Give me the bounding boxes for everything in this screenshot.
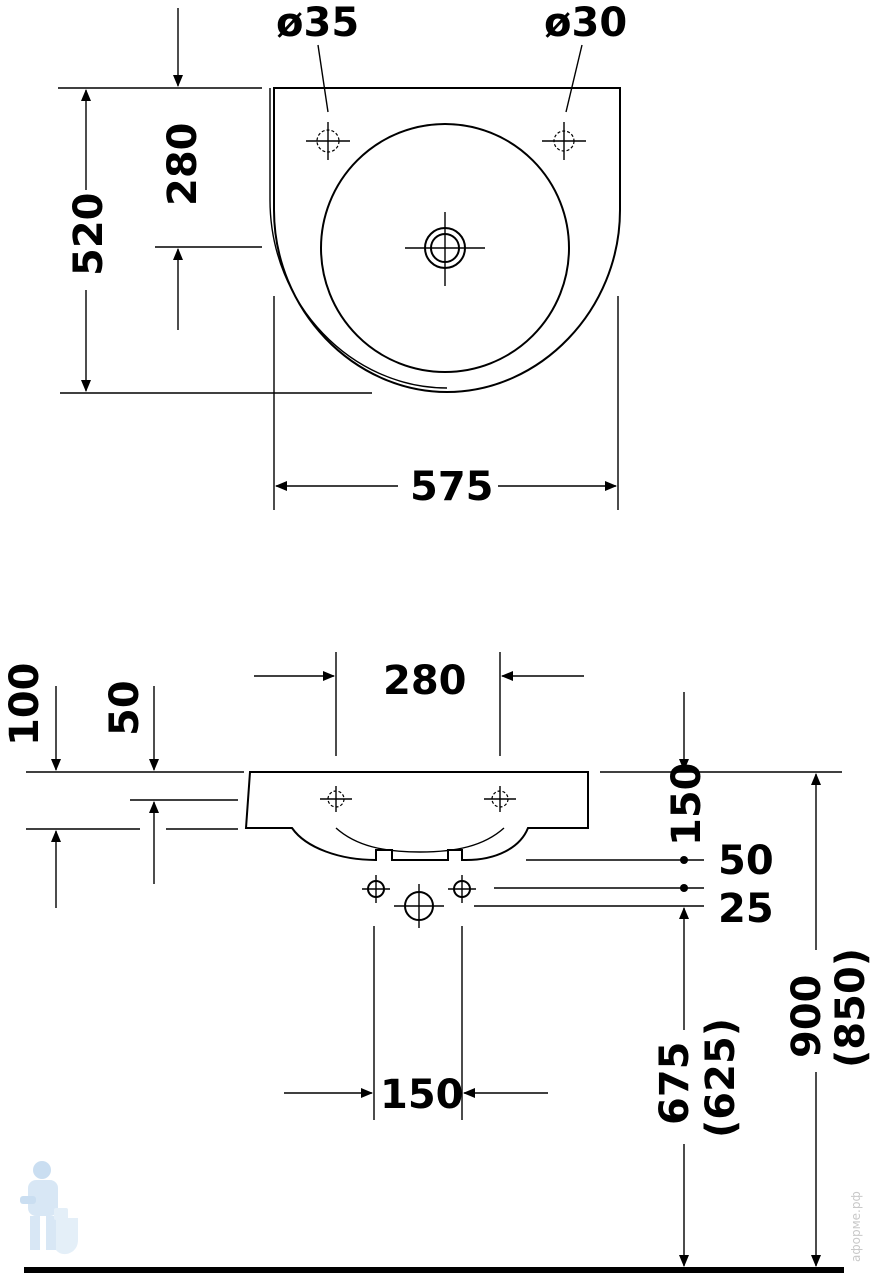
back-height-label: 150 [664,763,710,847]
offset-50-label: 50 [718,838,774,884]
side-tap-left-icon [320,786,352,812]
waste-outlet-icon [394,884,444,928]
height-675-label: 675 [652,1042,698,1126]
drain-icon [405,212,485,286]
bowl-circle [320,123,570,373]
width-label: 575 [410,464,494,510]
height-900-label: 900 [784,975,830,1059]
rim-offset-label: 50 [102,680,148,736]
depth-partial-label: 280 [160,123,206,207]
hole-left-diameter-label: ø35 [276,0,359,46]
floor-line [24,1267,844,1273]
fixing-right-icon [448,875,476,903]
height-625-label: (625) [698,1018,744,1138]
side-tap-right-icon [484,786,516,812]
watermark-site-text: аформе.рф [849,1191,863,1262]
plumber-logo-icon [20,1161,78,1255]
basin-inner-rim [269,88,448,389]
tap-spacing-label: 280 [383,658,467,704]
height-850-label: (850) [828,948,870,1068]
hole-right-diameter-label: ø30 [544,0,627,46]
side-basin-outline [244,771,589,862]
rim-height-label: 100 [2,663,48,747]
top-view: ø35 ø30 520 280 575 [58,0,627,510]
side-view: 280 100 50 150 50 25 150 675 (625) [2,652,870,1273]
depth-total-label: 520 [66,193,112,277]
tap-hole-left-icon [306,122,350,160]
tap-hole-right-icon [542,122,586,160]
offset-25-label: 25 [718,886,774,932]
fix-spacing-label: 150 [380,1072,464,1118]
fixing-left-icon [362,875,390,903]
